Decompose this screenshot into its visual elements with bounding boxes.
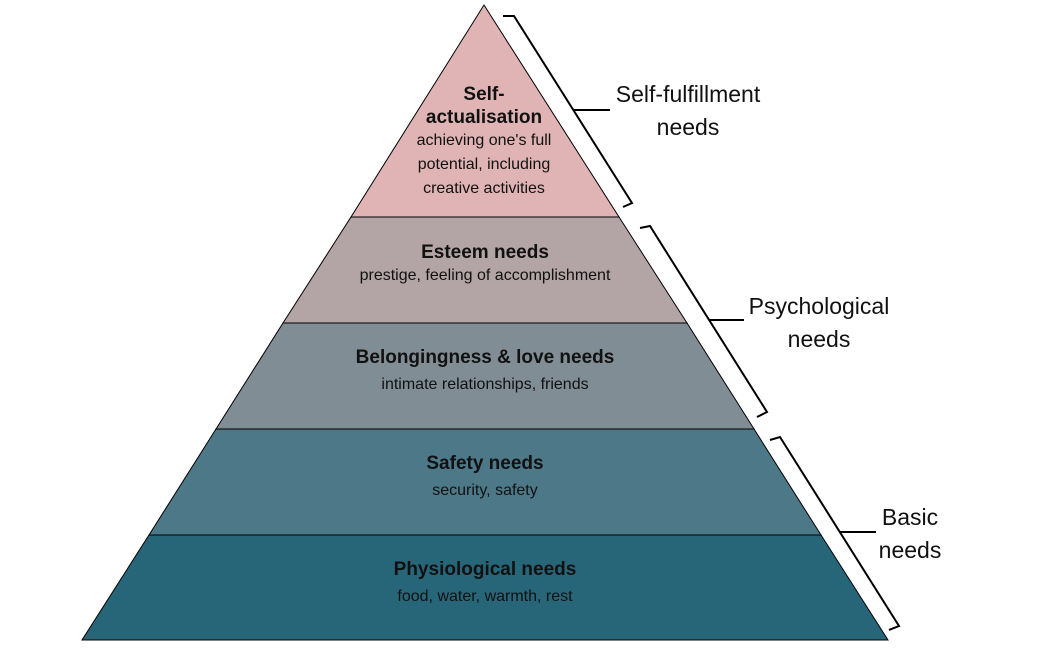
group-label-self-fulfillment: Self-fulfillment needs [615, 81, 761, 140]
level-description: security, safety [432, 482, 538, 499]
level-title: Safety needs [426, 453, 544, 474]
level-description: prestige, feeling of accomplishment [359, 267, 611, 284]
level-title: Esteem needs [421, 242, 549, 263]
level-belongingness: Belongingness & love needs intimate rela… [285, 346, 685, 397]
bracket-basic [769, 435, 901, 631]
bracket-psychological [639, 224, 769, 418]
level-physiological: Physiological needs food, water, warmth,… [335, 558, 635, 609]
level-self-actualisation: Self- actualisation achieving one's full… [394, 83, 574, 201]
level-safety: Safety needs security, safety [335, 452, 635, 503]
group-label-psychological: Psychological needs [748, 293, 890, 352]
level-description: intimate relationships, friends [381, 376, 589, 393]
level-physiological-band [81, 534, 889, 641]
level-title: Belongingness & love needs [355, 347, 615, 368]
bracket-self-fulfillment [503, 15, 634, 208]
level-title: Physiological needs [393, 559, 577, 580]
level-title: Self- actualisation [425, 84, 543, 128]
level-description: food, water, warmth, rest [397, 588, 573, 605]
level-description: achieving one's full potential, includin… [416, 132, 552, 197]
group-label-basic: Basic needs [878, 504, 942, 563]
level-esteem: Esteem needs prestige, feeling of accomp… [315, 241, 655, 288]
